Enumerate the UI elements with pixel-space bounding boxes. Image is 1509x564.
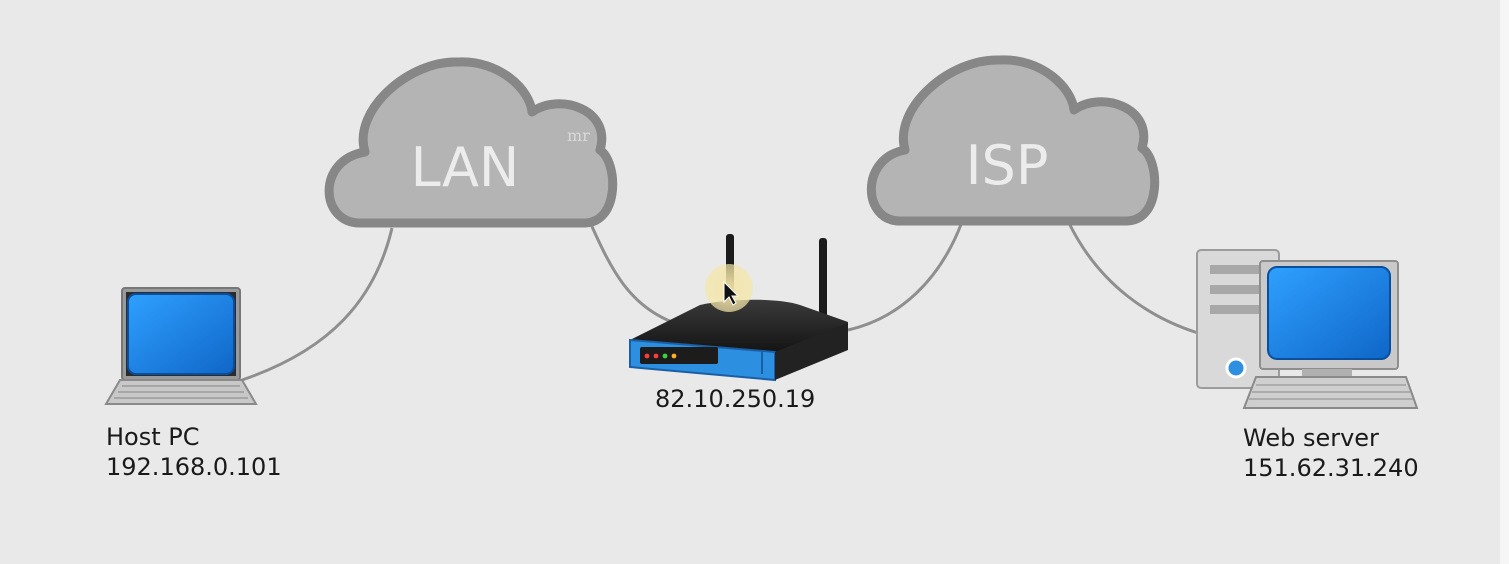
right-edge-strip [1500,0,1509,564]
lan-cloud-label: LAN [411,136,520,199]
router-ip: 82.10.250.19 [655,385,816,413]
laptop-icon [104,287,258,405]
desktop-computer-icon [1196,249,1419,409]
isp-cloud: ISP [866,55,1160,226]
watermark-glyph: mr [567,126,590,145]
web-server-ip: 151.62.31.240 [1243,454,1419,482]
link-router-isp [847,221,964,332]
web-server-name: Web server [1243,424,1379,452]
lan-cloud: LAN [324,57,618,228]
link-isp-server [1068,224,1199,335]
router-label: 82.10.250.19 [655,384,815,414]
isp-cloud-label: ISP [966,134,1049,197]
host-pc-label: Host PC 192.168.0.101 [106,422,282,482]
mouse-cursor-icon [705,264,753,312]
link-lan-router [588,221,673,324]
link-laptop-lan [241,227,394,382]
router-icon [629,234,848,382]
web-server-label: Web server 151.62.31.240 [1243,423,1419,483]
host-pc-ip: 192.168.0.101 [106,453,282,481]
host-pc-name: Host PC [106,423,200,451]
network-links [241,221,1199,382]
